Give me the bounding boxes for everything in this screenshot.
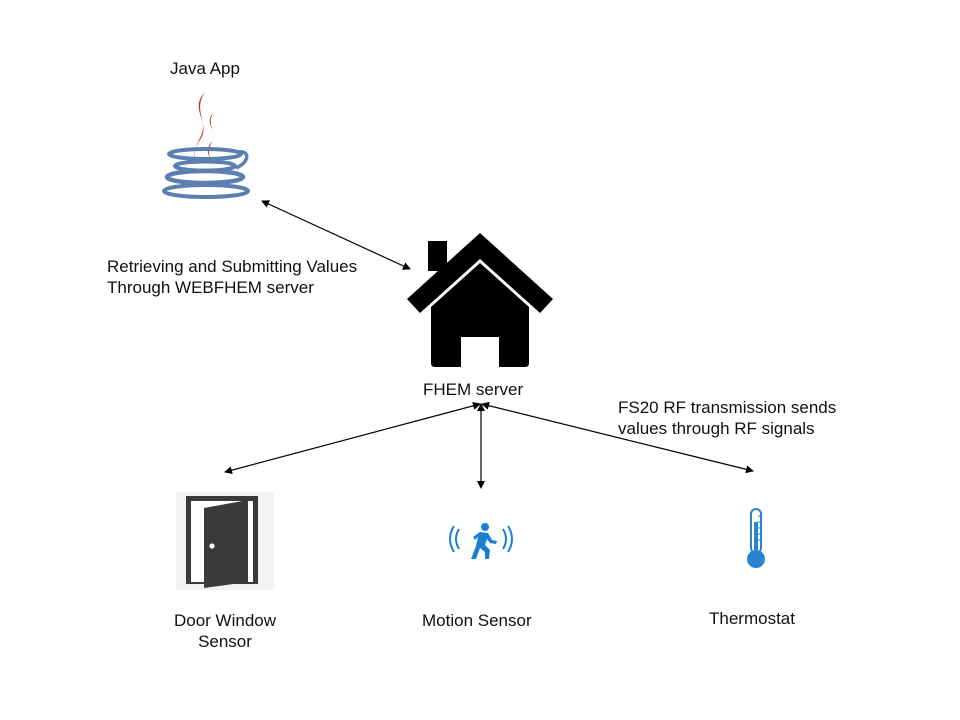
webfhem-annotation-line1: Retrieving and Submitting Values — [107, 257, 358, 276]
rf-annotation-line2: values through RF signals — [618, 419, 815, 438]
arrow-java-fhem — [261, 200, 411, 270]
house-icon — [407, 233, 553, 367]
rf-annotation-line1: FS20 RF transmission sends — [618, 398, 837, 417]
door-window-sensor-label-line1: Door Window — [173, 611, 277, 630]
motion-sensor-icon — [449, 523, 513, 559]
door-icon — [176, 492, 274, 590]
door-window-sensor-label-line2: Sensor — [198, 632, 252, 651]
webfhem-annotation-line2: Through WEBFHEM server — [107, 278, 314, 297]
arrow-fhem-door — [224, 401, 481, 475]
thermostat-label: Thermostat — [709, 609, 795, 628]
webfhem-annotation: Retrieving and Submitting Values Through… — [107, 256, 357, 298]
fhem-server-label: FHEM server — [423, 380, 524, 399]
arrow-fhem-thermostat — [481, 401, 754, 474]
door-window-sensor-label: Door Window Sensor — [160, 610, 290, 652]
java-app-label: Java App — [170, 59, 240, 78]
java-logo-icon — [162, 92, 250, 199]
rf-annotation: FS20 RF transmission sends values throug… — [618, 397, 836, 439]
motion-sensor-label: Motion Sensor — [422, 611, 532, 630]
thermometer-icon — [747, 508, 765, 568]
